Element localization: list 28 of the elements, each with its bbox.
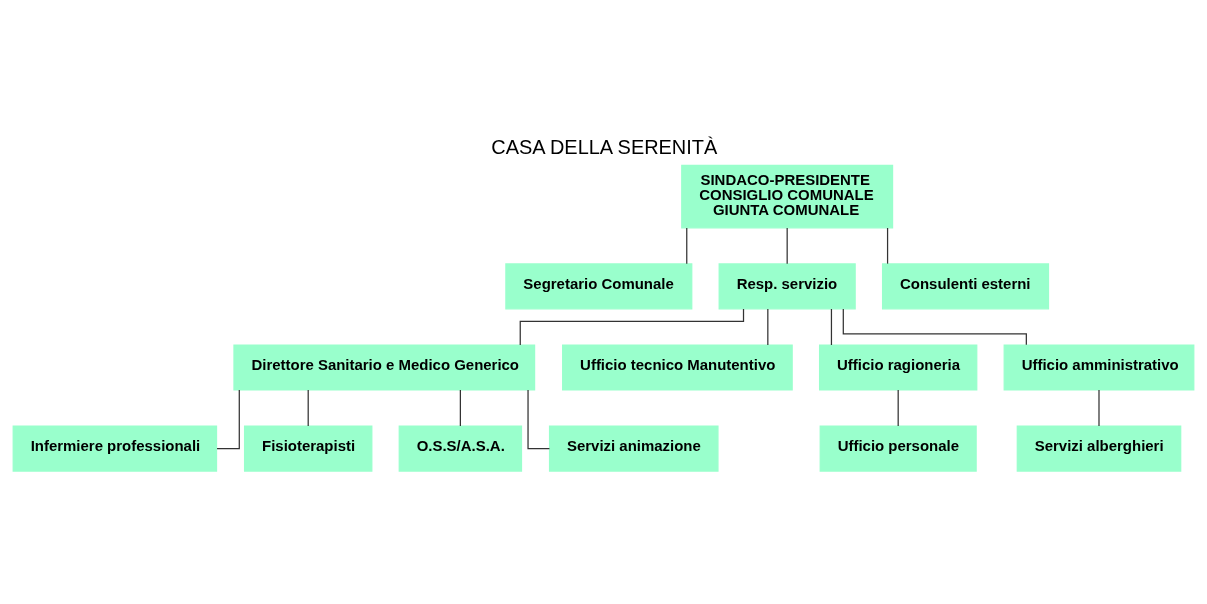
node-box: Ufficio tecnico Manutentivo — [562, 344, 793, 391]
node-box: Servizi alberghieri — [1016, 425, 1182, 472]
node-box: Servizi animazione — [548, 425, 719, 472]
connector — [1098, 389, 1100, 427]
connector — [216, 389, 240, 450]
node-box: SINDACO-PRESIDENTE CONSIGLIO COMUNALE GIUNTA COMUNALE — [681, 164, 894, 229]
node-box: Consulenti esterni — [881, 263, 1050, 310]
diagram-title: CASA DELLA SERENITÀ — [491, 135, 718, 158]
node-box: Ufficio ragioneria — [818, 344, 978, 391]
node-box: Infermiere professionali — [12, 425, 218, 472]
connector — [307, 389, 309, 427]
connector — [897, 389, 899, 427]
node-box: O.S.S/A.S.A. — [398, 425, 523, 472]
connector — [842, 308, 1027, 346]
node-box: Resp. servizio — [718, 263, 856, 310]
node-box: Fisioterapisti — [243, 425, 373, 472]
connector — [767, 308, 769, 346]
node-box: Direttore Sanitario e Medico Generico — [233, 344, 536, 391]
connector — [786, 227, 788, 265]
connector — [886, 227, 889, 265]
node-box: Ufficio amministrativo — [1003, 344, 1195, 391]
node-box: Ufficio personale — [819, 425, 977, 472]
node-box: Segretario Comunale — [505, 263, 693, 310]
connector — [519, 308, 745, 346]
connector — [527, 389, 551, 450]
connector — [686, 227, 688, 265]
connector — [459, 389, 461, 427]
connector — [830, 308, 833, 346]
